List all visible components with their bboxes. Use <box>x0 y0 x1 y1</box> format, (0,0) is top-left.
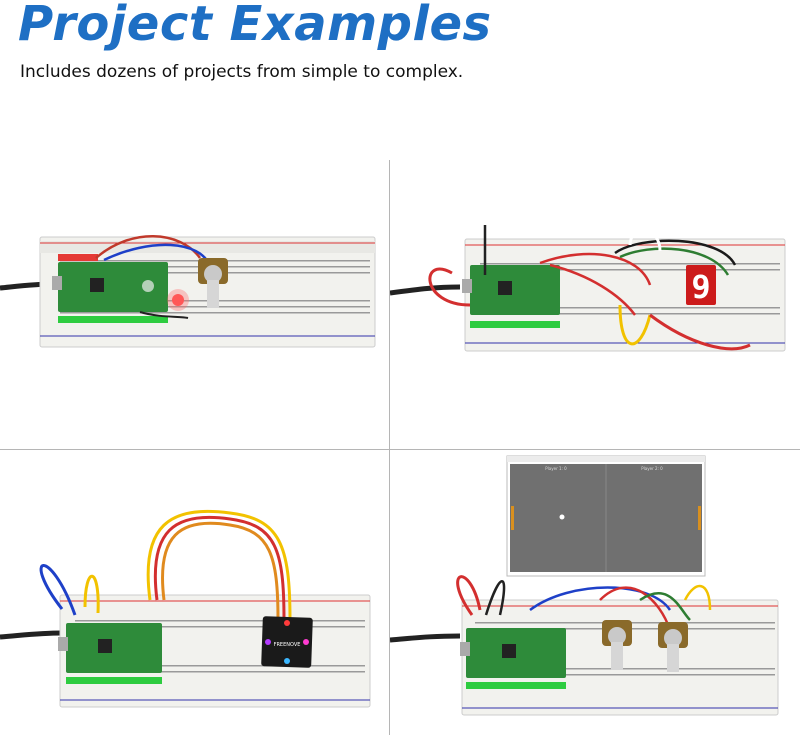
vertical-divider <box>389 160 390 735</box>
breadboard-photo-1 <box>0 235 376 348</box>
breadboard-photo-4: Player 1: 0 Player 2: 0 <box>390 455 779 716</box>
player2-score: Player 2: 0 <box>641 466 663 471</box>
module-brand-text: FREENOVE <box>274 642 301 648</box>
breadboard-photo-3: FREENOVE <box>0 509 371 708</box>
horizontal-divider <box>0 449 800 450</box>
page-title: Project Examples <box>18 0 492 52</box>
breadboard-photo-2: 9 <box>390 225 786 352</box>
pong-paddle-right <box>698 506 701 530</box>
page-subtitle: Includes dozens of projects from simple … <box>20 62 464 82</box>
panel-seven-segment: 9 <box>390 215 800 365</box>
pong-paddle-left <box>511 506 514 530</box>
player1-score: Player 1: 0 <box>545 466 567 471</box>
panel-pong-game: Player 1: 0 Player 2: 0 <box>390 450 800 735</box>
panel-potentiometer-led <box>0 200 385 360</box>
seven-segment-digit: 9 <box>691 268 710 306</box>
panel-rgb-module: FREENOVE <box>0 505 385 710</box>
pong-ball <box>559 514 565 520</box>
